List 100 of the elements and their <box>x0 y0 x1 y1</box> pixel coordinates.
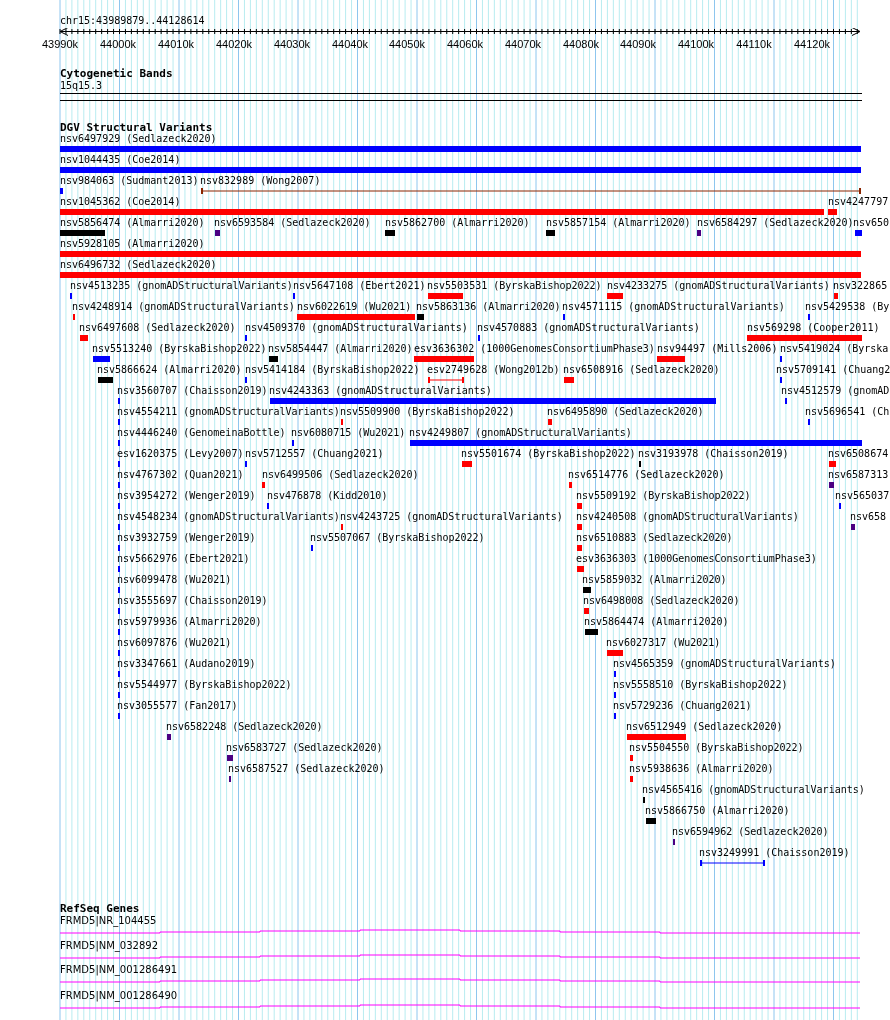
variant-label: nsv6510883 (Sedlazeck2020) <box>576 532 733 544</box>
variant-label: nsv5558510 (ByrskaBishop2022) <box>613 679 788 691</box>
variant-label: nsv5712557 (Chuang2021) <box>245 448 384 460</box>
variant-label: nsv5857154 (Almarri2020) <box>546 217 691 229</box>
axis-tick-label: 44080k <box>562 38 600 50</box>
variant-label: nsv322865 <box>833 280 888 292</box>
variant-label: nsv4509370 (gnomADStructuralVariants) <box>245 322 468 334</box>
variant-label: nsv6498008 (Sedlazeck2020) <box>583 595 740 607</box>
variant-label: nsv569298 (Cooper2011) <box>747 322 880 334</box>
variant-label: nsv94497 (Mills2006) <box>657 343 778 355</box>
variant-label: nsv3055577 (Fan2017) <box>117 700 238 712</box>
axis-tick-label: 44010k <box>157 38 195 50</box>
variant-label: nsv5503531 (ByrskaBishop2022) <box>427 280 602 292</box>
variant-label: nsv4243725 (gnomADStructuralVariants) <box>340 511 563 523</box>
variant-label: nsv4513235 (gnomADStructuralVariants) <box>70 280 293 292</box>
variant-label: nsv4570883 (gnomADStructuralVariants) <box>477 322 700 334</box>
variant-label: nsv6594962 (Sedlazeck2020) <box>672 826 829 838</box>
variant-label: nsv4571115 (gnomADStructuralVariants) <box>562 301 785 313</box>
gene-label: FRMD5|NM_001286491 <box>60 964 178 976</box>
variant-label: nsv6508916 (Sedlazeck2020) <box>563 364 720 376</box>
variant-label: nsv5862700 (Almarri2020) <box>385 217 530 229</box>
variant-label: nsv658 <box>850 511 887 523</box>
variant-label: nsv5866624 (Almarri2020) <box>97 364 242 376</box>
variant-label: nsv4565359 (gnomADStructuralVariants) <box>613 658 836 670</box>
variant-label: nsv6022619 (Wu2021) <box>297 301 412 313</box>
variant-label: esv3636303 (1000GenomesConsortiumPhase3) <box>576 553 817 565</box>
track-label: 15q15.3 <box>60 80 103 92</box>
variant-label: nsv1045362 (Coe2014) <box>60 196 181 208</box>
axis-tick-label: 44120k <box>793 38 831 50</box>
variant-label: nsv1044435 (Coe2014) <box>60 154 181 166</box>
variant-label: nsv5696541 (Ch <box>805 406 890 418</box>
variant-label: nsv3249991 (Chaisson2019) <box>699 847 850 859</box>
track-label: chr15:43989879..44128614 <box>60 15 205 27</box>
variant-label: nsv5859032 (Almarri2020) <box>582 574 727 586</box>
axis-tick-label: 44110k <box>736 38 772 50</box>
axis-tick-label: 44000k <box>99 38 137 50</box>
variant-label: nsv6495890 (Sedlazeck2020) <box>547 406 704 418</box>
variant-label: nsv6497929 (Sedlazeck2020) <box>60 133 217 145</box>
axis-tick-label: 43990k <box>41 38 79 50</box>
variant-label: nsv650 <box>853 217 890 229</box>
variant-label: nsv6499506 (Sedlazeck2020) <box>262 469 419 481</box>
variant-label: nsv5856474 (Almarri2020) <box>60 217 205 229</box>
variant-label: nsv4548234 (gnomADStructuralVariants) <box>117 511 340 523</box>
axis-tick-label: 44060k <box>446 38 484 50</box>
variant-label: nsv5854447 (Almarri2020) <box>268 343 413 355</box>
variant-label: nsv5866750 (Almarri2020) <box>645 805 790 817</box>
variant-label: nsv6584297 (Sedlazeck2020) <box>697 217 854 229</box>
variant-label: nsv5863136 (Almarri2020) <box>416 301 561 313</box>
variant-label: nsv6027317 (Wu2021) <box>606 637 721 649</box>
gene-label: FRMD5|NM_032892 <box>60 940 159 952</box>
variant-label: nsv6587527 (Sedlazeck2020) <box>228 763 385 775</box>
gene-label: FRMD5|NM_001286490 <box>60 990 178 1002</box>
axis-tick-label: 44030k <box>273 38 311 50</box>
variant-label: nsv6583727 (Sedlazeck2020) <box>226 742 383 754</box>
variant-label: nsv6512949 (Sedlazeck2020) <box>626 721 783 733</box>
variant-label: nsv6514776 (Sedlazeck2020) <box>568 469 725 481</box>
variant-label: nsv5729236 (Chuang2021) <box>613 700 752 712</box>
variant-label: nsv5509192 (ByrskaBishop2022) <box>576 490 751 502</box>
variant-label: nsv3193978 (Chaisson2019) <box>638 448 789 460</box>
axis-tick-label: 44070k <box>504 38 542 50</box>
variant-label: nsv5662976 (Ebert2021) <box>117 553 250 565</box>
variant-label: nsv6593584 (Sedlazeck2020) <box>214 217 371 229</box>
variant-label: nsv565037 <box>835 490 890 502</box>
variant-label: nsv5419024 (Byrska <box>780 343 889 355</box>
variant-label: nsv6496732 (Sedlazeck2020) <box>60 259 217 271</box>
variant-label: nsv3347661 (Audano2019) <box>117 658 256 670</box>
variant-label: nsv3555697 (Chaisson2019) <box>117 595 268 607</box>
variant-label: nsv476878 (Kidd2010) <box>267 490 388 502</box>
variant-label: esv3636302 (1000GenomesConsortiumPhase3) <box>414 343 655 355</box>
variant-label: nsv4249807 (gnomADStructuralVariants) <box>409 427 632 439</box>
variant-label: nsv4512579 (gnomAD <box>781 385 890 397</box>
variant-label: nsv6582248 (Sedlazeck2020) <box>166 721 323 733</box>
variant-label: nsv4565416 (gnomADStructuralVariants) <box>642 784 865 796</box>
variant-label: nsv5864474 (Almarri2020) <box>584 616 729 628</box>
variant-label: nsv5507067 (ByrskaBishop2022) <box>310 532 485 544</box>
variant-label: nsv4240508 (gnomADStructuralVariants) <box>576 511 799 523</box>
axis-tick-label: 44090k <box>619 38 657 50</box>
variant-label: nsv4233275 (gnomADStructuralVariants) <box>607 280 830 292</box>
variant-label: nsv4446240 (GenomeinaBottle) <box>117 427 286 439</box>
axis-tick-label: 44050k <box>388 38 426 50</box>
axis-tick-label: 44020k <box>215 38 253 50</box>
axis-tick-label: 44100k <box>677 38 715 50</box>
variant-label: nsv5504550 (ByrskaBishop2022) <box>629 742 804 754</box>
variant-label: nsv6080715 (Wu2021) <box>291 427 406 439</box>
variant-label: esv2749628 (Wong2012b) <box>427 364 560 376</box>
variant-label: nsv832989 (Wong2007) <box>200 175 321 187</box>
variant-label: nsv5544977 (ByrskaBishop2022) <box>117 679 292 691</box>
track-heading: DGV Structural Variants <box>60 122 213 134</box>
variant-label: nsv5414184 (ByrskaBishop2022) <box>245 364 420 376</box>
axis-tick-label: 44040k <box>331 38 369 50</box>
variant-label: nsv4247797 <box>828 196 889 208</box>
variant-label: nsv5938636 (Almarri2020) <box>629 763 774 775</box>
variant-label: nsv4243363 (gnomADStructuralVariants) <box>269 385 492 397</box>
variant-label: nsv4554211 (gnomADStructuralVariants) <box>117 406 340 418</box>
variant-label: nsv4767302 (Quan2021) <box>117 469 244 481</box>
variant-label: nsv5928105 (Almarri2020) <box>60 238 205 250</box>
variant-label: nsv6508674 <box>828 448 889 460</box>
variant-label: nsv5647108 (Ebert2021) <box>293 280 426 292</box>
variant-label: nsv3932759 (Wenger2019) <box>117 532 256 544</box>
track-heading: RefSeq Genes <box>60 903 140 915</box>
